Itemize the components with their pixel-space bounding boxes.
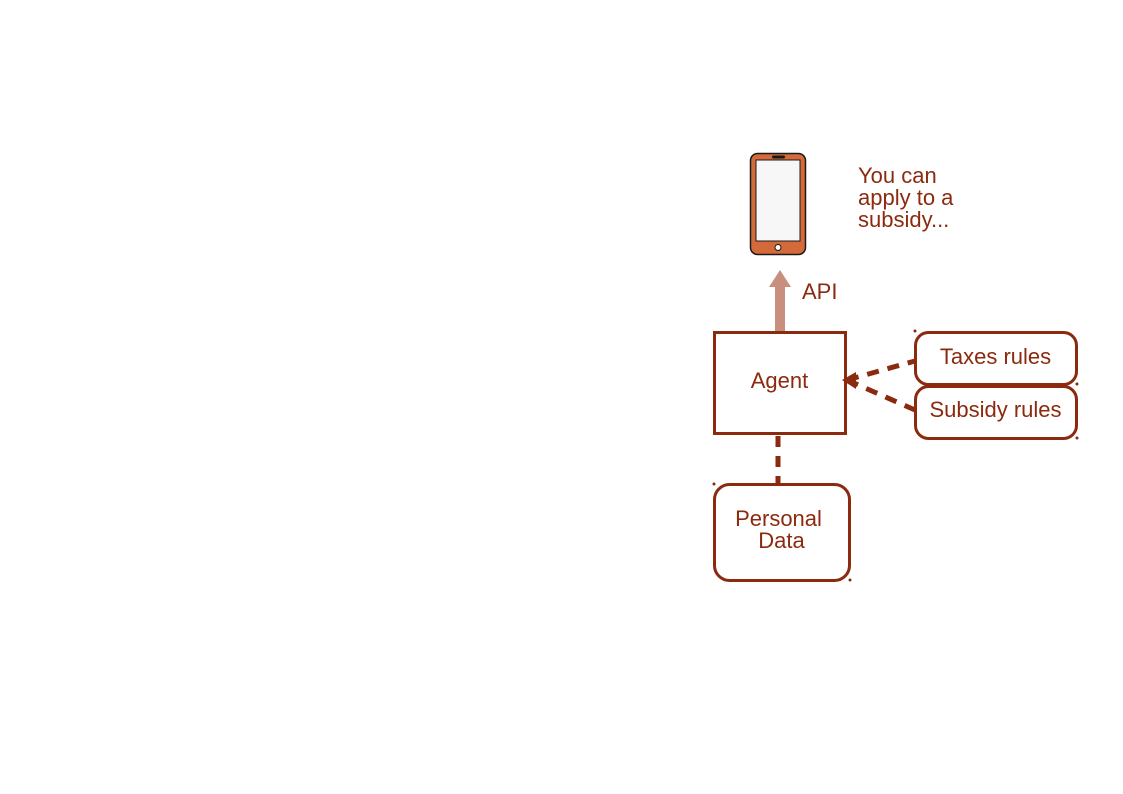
phone-message-line-1: You can (858, 163, 937, 188)
subsidy-rules-label: Subsidy rules (929, 397, 1062, 422)
phone-message-line-3: subsidy... (858, 207, 950, 232)
smartphone-icon (749, 152, 807, 256)
connector-agent-taxes (846, 358, 916, 383)
corner-dots (712, 329, 1079, 582)
personal-data-label-line-2: Data (758, 528, 805, 553)
agent-label: Agent (750, 368, 809, 393)
taxes-rules-box (914, 331, 1078, 386)
personal-data-label: Personal Data (711, 508, 846, 552)
personal-data-box (713, 483, 851, 582)
personal-data-label-line-1: Personal (735, 506, 822, 531)
agent-box (713, 331, 847, 435)
api-label: API (802, 279, 838, 304)
subsidy-rules-box (914, 385, 1078, 440)
api-arrow (769, 270, 791, 332)
phone-message: You can apply to a subsidy... (858, 165, 953, 231)
connector-arrowhead (842, 372, 856, 389)
connector-agent-subsidy (845, 377, 917, 413)
phone-message-line-2: apply to a (858, 185, 954, 210)
taxes-rules-label: Taxes rules (939, 344, 1052, 369)
